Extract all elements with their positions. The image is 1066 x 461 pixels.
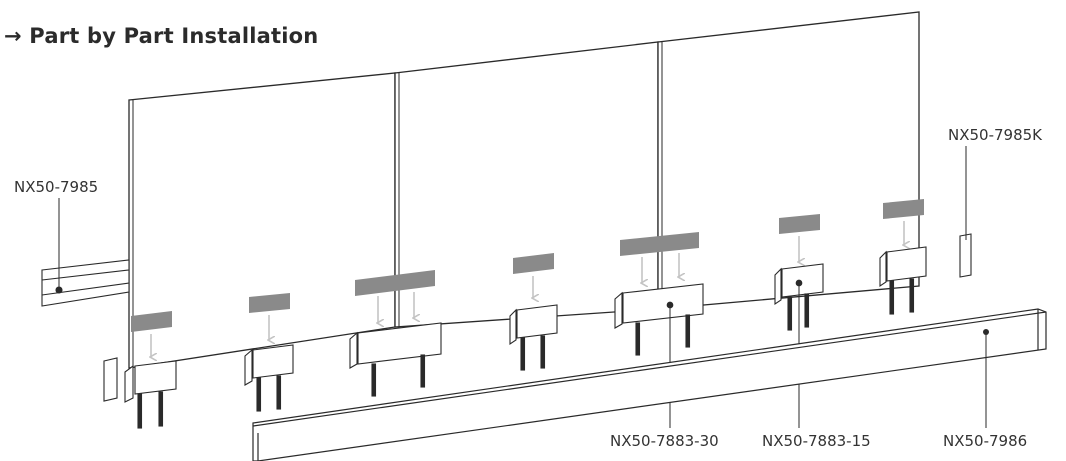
label-nx50-7883-30: NX50-7883-30: [610, 432, 719, 450]
page-title: → Part by Part Installation: [4, 24, 319, 48]
clamps: [124, 246, 927, 429]
rail-profile-nx50-7985: [41, 259, 130, 307]
clamp-3: [349, 322, 442, 397]
label-nx50-7883-15: NX50-7883-15: [762, 432, 871, 450]
gray-pads: [131, 199, 924, 332]
clamp-2: [244, 344, 294, 412]
pad-4: [513, 253, 554, 274]
clamp-4: [509, 304, 558, 371]
pad-1: [131, 311, 172, 332]
clamp-1: [124, 360, 177, 429]
glass-panels: [128, 11, 920, 369]
end-cap-left: [103, 357, 118, 402]
pad-6: [779, 214, 820, 234]
pad-2: [249, 293, 290, 313]
clamp-nx50-7883-15: [774, 263, 824, 331]
cover-profile-nx50-7986: [252, 308, 1047, 461]
pad-3: [355, 270, 435, 296]
glass-panel-right: [657, 11, 920, 310]
clamp-nx50-7883-30: [614, 283, 704, 356]
pad-5: [620, 232, 699, 256]
label-nx50-7985: NX50-7985: [14, 178, 99, 196]
label-nx50-7986: NX50-7986: [943, 432, 1028, 450]
down-arrows: [151, 221, 904, 357]
clamp-7: [879, 246, 927, 315]
pad-7: [883, 199, 924, 219]
end-cap-nx50-7985k: [959, 233, 972, 278]
label-nx50-7985k: NX50-7985K: [948, 126, 1043, 144]
